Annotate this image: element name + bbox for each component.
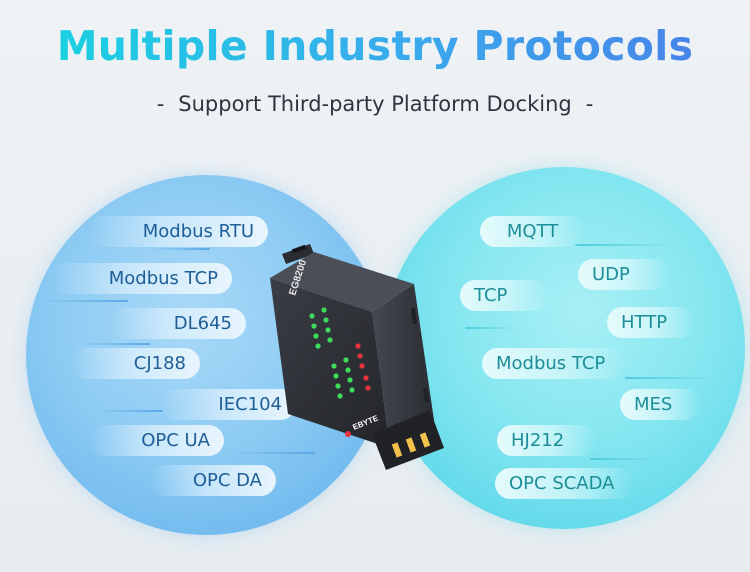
protocol-pill: UDP (578, 259, 670, 290)
protocol-pill: HTTP (607, 307, 695, 338)
light-streak (230, 452, 315, 454)
protocol-pill: TCP (460, 280, 550, 311)
alert-led-group (355, 343, 371, 391)
page-title: Multiple Industry Protocols (0, 22, 750, 70)
light-streak (575, 244, 675, 246)
light-streak (80, 343, 150, 345)
light-streak (465, 327, 515, 329)
light-streak (625, 377, 715, 379)
protocol-pill: CJ188 (70, 348, 200, 379)
protocol-pill: OPC SCADA (495, 468, 635, 499)
light-streak (40, 300, 128, 302)
status-led-group (309, 307, 355, 399)
light-streak (150, 248, 210, 250)
gateway-device-illustration: EG8200 EBYTE (270, 244, 444, 470)
subtitle-text: Support Third-party Platform Docking (178, 92, 572, 116)
protocol-pill: MES (620, 389, 700, 420)
protocol-pill: Modbus TCP (482, 348, 627, 379)
protocol-pill: HJ212 (497, 425, 597, 456)
protocol-pill: Modbus RTU (88, 216, 268, 247)
gateway-device: EG8200 EBYTE (262, 238, 487, 473)
protocol-pill: DL645 (110, 308, 246, 339)
protocol-pill: MQTT (480, 216, 585, 247)
light-streak (95, 410, 163, 412)
protocol-pill: IEC104 (160, 389, 296, 420)
protocol-pill: OPC DA (150, 465, 276, 496)
brand-dot (345, 431, 351, 437)
subtitle-dash-left: - (156, 92, 165, 116)
light-streak (590, 458, 660, 460)
protocol-pill: Modbus TCP (52, 263, 232, 294)
page-subtitle: -Support Third-party Platform Docking- (0, 92, 750, 116)
protocol-pill: OPC UA (90, 425, 224, 456)
subtitle-dash-right: - (585, 92, 594, 116)
